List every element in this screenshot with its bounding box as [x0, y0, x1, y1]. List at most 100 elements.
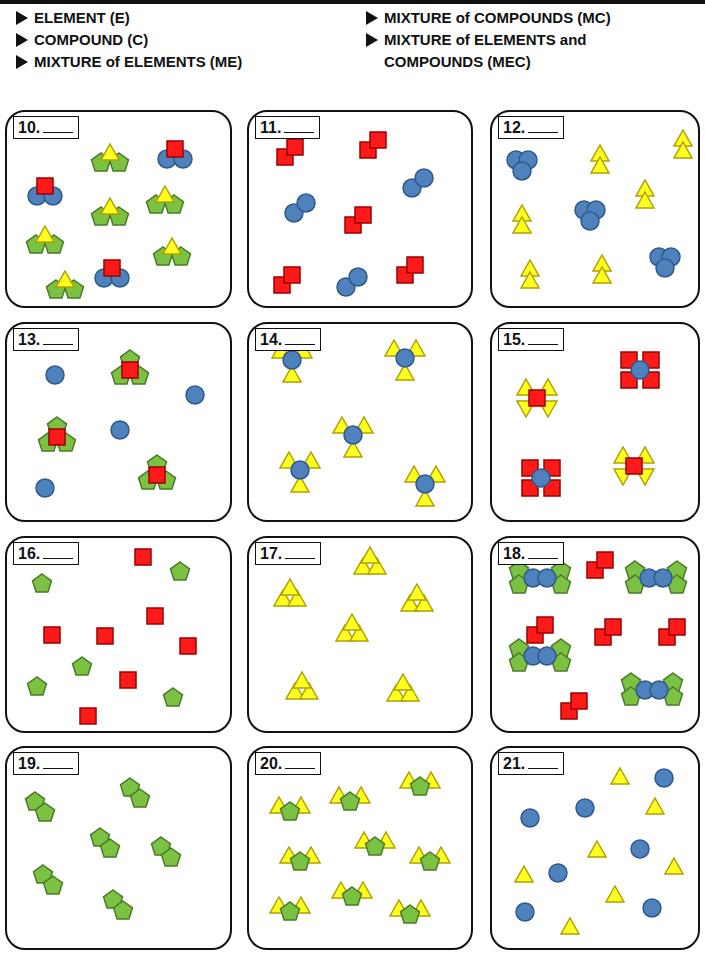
question-number: 21. [503, 755, 525, 772]
atom [111, 421, 129, 439]
answer-blank [285, 544, 315, 559]
sample-panel: 11. [247, 110, 473, 308]
question-number: 17. [260, 545, 282, 562]
question-number: 11. [260, 119, 281, 136]
molecule [517, 379, 557, 417]
molecule [92, 144, 129, 171]
molecule [674, 130, 692, 158]
answer-blank [43, 544, 73, 559]
bullet-arrow [16, 55, 28, 69]
key-label: MIXTURE of COMPOUNDS (MC) [384, 7, 694, 29]
atom [549, 864, 567, 882]
atom [516, 903, 534, 921]
molecule [510, 639, 571, 671]
atom [643, 899, 661, 917]
question-number: 16. [18, 545, 40, 562]
molecule [286, 672, 318, 699]
molecule [274, 267, 300, 293]
molecule [626, 561, 687, 593]
atom [655, 769, 673, 787]
molecule [95, 260, 129, 287]
answer-tab: 12. [498, 116, 564, 139]
key-label: COMPOUND (C) [34, 29, 354, 51]
molecule [27, 226, 64, 253]
sample-panel: 18. [490, 536, 700, 733]
molecule [270, 797, 310, 820]
sample-panel: 10. [5, 110, 232, 308]
molecule [270, 897, 310, 920]
question-number: 18. [503, 545, 525, 562]
answer-blank [43, 118, 73, 133]
answer-blank [528, 544, 558, 559]
answer-tab: 17. [255, 542, 321, 565]
molecule [154, 238, 191, 265]
molecule [139, 455, 176, 489]
molecule [587, 552, 613, 578]
molecule [403, 169, 433, 197]
molecule [507, 151, 537, 180]
molecule [91, 828, 120, 857]
atom [576, 799, 594, 817]
question-number: 20. [260, 755, 282, 772]
key-label: MIXTURE of ELEMENTS (ME) [34, 51, 354, 73]
molecule [575, 201, 605, 230]
answer-tab: 20. [255, 752, 321, 775]
answer-blank [284, 118, 314, 133]
molecule [158, 141, 192, 168]
molecule [510, 561, 571, 593]
sample-panel: 15. [490, 322, 700, 522]
atom [186, 386, 204, 404]
atom [36, 479, 54, 497]
molecule [280, 847, 320, 870]
sample-panel: 14. [247, 322, 473, 522]
answer-tab: 21. [498, 752, 564, 775]
molecule [336, 614, 368, 641]
atom [164, 688, 183, 706]
molecule [39, 417, 76, 451]
question-number: 13. [18, 331, 40, 348]
molecule [622, 673, 683, 705]
molecule [333, 417, 373, 457]
bullet-arrow [366, 33, 378, 47]
molecule [401, 584, 433, 611]
molecule [330, 787, 370, 810]
molecule [26, 792, 55, 821]
molecule [659, 619, 685, 645]
answer-tab: 16. [13, 542, 79, 565]
atom [588, 841, 606, 857]
molecule [650, 248, 680, 277]
answer-blank [528, 330, 558, 345]
atom [611, 768, 629, 784]
molecule [561, 693, 587, 719]
atom [97, 628, 113, 644]
molecule [521, 260, 539, 288]
molecule [337, 268, 367, 296]
molecule [285, 194, 315, 222]
molecule [527, 617, 553, 643]
question-number: 10. [18, 119, 40, 136]
molecule [147, 186, 184, 213]
molecule [354, 547, 386, 574]
molecule [397, 257, 423, 283]
atom [521, 809, 539, 827]
molecule [360, 132, 386, 158]
molecule [112, 350, 149, 384]
molecule [355, 832, 395, 855]
molecule [591, 145, 609, 173]
atom [646, 798, 664, 814]
atom [180, 638, 196, 654]
answer-blank [285, 754, 315, 769]
atom [606, 886, 624, 902]
molecule [385, 340, 425, 380]
molecule [28, 178, 62, 205]
answer-tab: 19. [13, 752, 79, 775]
atom [147, 608, 163, 624]
atom [33, 574, 52, 592]
molecule [47, 271, 84, 298]
molecule [280, 452, 320, 492]
molecule [104, 890, 133, 919]
answer-tab: 11. [255, 116, 320, 139]
atom [135, 549, 151, 565]
atom [73, 657, 92, 675]
